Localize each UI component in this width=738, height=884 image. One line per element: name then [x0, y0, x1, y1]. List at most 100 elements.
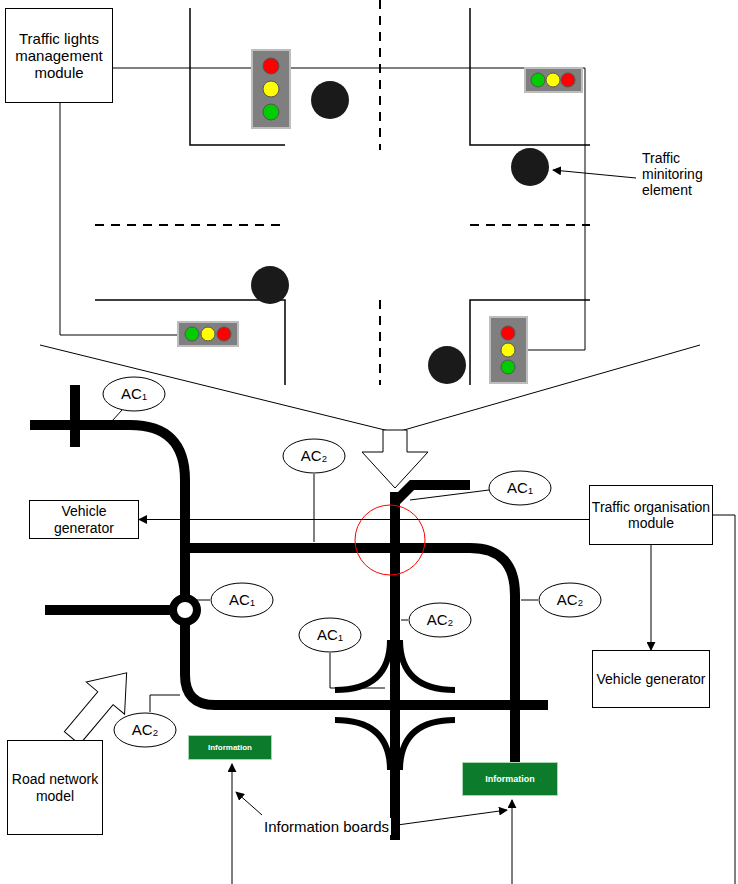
ellipse-outline [539, 583, 601, 617]
leader-line [150, 695, 180, 712]
red-lamp [263, 58, 279, 74]
leader-line [191, 600, 210, 601]
green-lamp [531, 73, 545, 87]
yellow-lamp [501, 343, 515, 357]
road [70, 385, 80, 447]
green-lamp [185, 327, 199, 341]
callout-label: Traffic minitoring element [640, 150, 736, 198]
interchange-ramp [400, 720, 455, 770]
board-link [710, 515, 735, 884]
red-lamp [217, 327, 231, 341]
monitoring-element [311, 81, 349, 119]
node-text: AC₂ [557, 591, 584, 608]
monitoring-element [428, 346, 466, 384]
ac-ellipse: AC₁ [298, 617, 362, 653]
green-lamp [501, 360, 515, 374]
information-board: Information [188, 735, 272, 760]
leader-line [112, 410, 122, 421]
green-lamp [263, 104, 279, 120]
generator-box: Vehicle generator [592, 650, 710, 708]
monitoring-element [251, 266, 289, 304]
node-text: AC₁ [229, 591, 255, 608]
node-text: Road network model [8, 771, 102, 803]
node-text: AC₂ [427, 611, 454, 628]
interchange-ramp [400, 640, 455, 690]
generator-box: Vehicle generator [29, 500, 139, 539]
lane-marking [95, 224, 285, 226]
node-text: Traffic lights management module [6, 30, 112, 82]
leader-line [314, 474, 315, 542]
traffic-light [178, 322, 238, 346]
connector-arrow [139, 519, 589, 520]
ac-ellipse: AC₂ [282, 438, 346, 474]
monitoring-element [511, 148, 549, 186]
road [390, 492, 400, 840]
node-text: Vehicle generator [30, 503, 138, 535]
lane-marking [470, 224, 590, 226]
road [45, 605, 173, 615]
model-box: Road network model [7, 740, 103, 835]
node-text: AC₂ [301, 447, 328, 464]
module-box: Traffic organisation module [589, 485, 713, 545]
ellipse-outline [409, 603, 471, 637]
control-wire [110, 68, 585, 350]
ac-ellipse: AC₂ [408, 602, 472, 638]
ellipse-outline [299, 618, 361, 652]
node-text: AC₁ [317, 626, 343, 643]
kerb-line [470, 8, 590, 145]
road [30, 425, 548, 705]
yellow-lamp [201, 327, 215, 341]
road [185, 548, 515, 772]
connector-arrow [651, 545, 652, 650]
lane-marking [379, 300, 381, 385]
zoom-highlight [355, 505, 425, 575]
leader-line [401, 620, 408, 621]
kerb-line [470, 300, 590, 385]
callout-leader [236, 792, 262, 815]
callout-leader [390, 810, 507, 826]
roundabout [173, 598, 197, 622]
traffic-light [490, 317, 527, 383]
zoom-lines [40, 345, 700, 432]
node-text: Information [485, 774, 535, 784]
leader-line [330, 653, 385, 688]
zoom-arrow [362, 430, 428, 488]
yellow-lamp [546, 73, 560, 87]
node-text: Information [208, 743, 252, 752]
module-box: Traffic lights management module [5, 8, 113, 103]
information-board: Information [462, 762, 558, 796]
node-text: AC₁ [507, 479, 533, 496]
interchange-ramp [335, 720, 390, 770]
ac-ellipse: AC₁ [210, 582, 274, 618]
ellipse-outline [211, 583, 273, 617]
ac-ellipse: AC₂ [538, 582, 602, 618]
control-wire [60, 103, 178, 335]
ac-ellipse: AC₂ [113, 712, 177, 748]
kerb-line [95, 300, 285, 385]
board-link [232, 764, 233, 884]
ac-ellipse: AC₁ [102, 376, 166, 412]
board-link [512, 800, 513, 884]
ellipse-outline [489, 471, 551, 505]
ellipse-outline [103, 377, 165, 411]
traffic-light [252, 50, 290, 128]
node-text: AC₁ [121, 385, 147, 402]
yellow-lamp [263, 81, 279, 97]
node-text: Traffic organisation module [590, 499, 712, 531]
ac-ellipse: AC₁ [488, 470, 552, 506]
red-lamp [501, 326, 515, 340]
leader-line [521, 600, 538, 601]
leader-line [410, 490, 489, 500]
callout-leader [553, 170, 636, 178]
node-text: AC₂ [132, 721, 159, 738]
node-text: Vehicle generator [597, 671, 706, 687]
lane-marking [379, 0, 381, 150]
callout-label: Information boards [262, 818, 391, 835]
ellipse-outline [283, 439, 345, 473]
ellipse-outline [114, 713, 176, 747]
red-lamp [561, 73, 575, 87]
